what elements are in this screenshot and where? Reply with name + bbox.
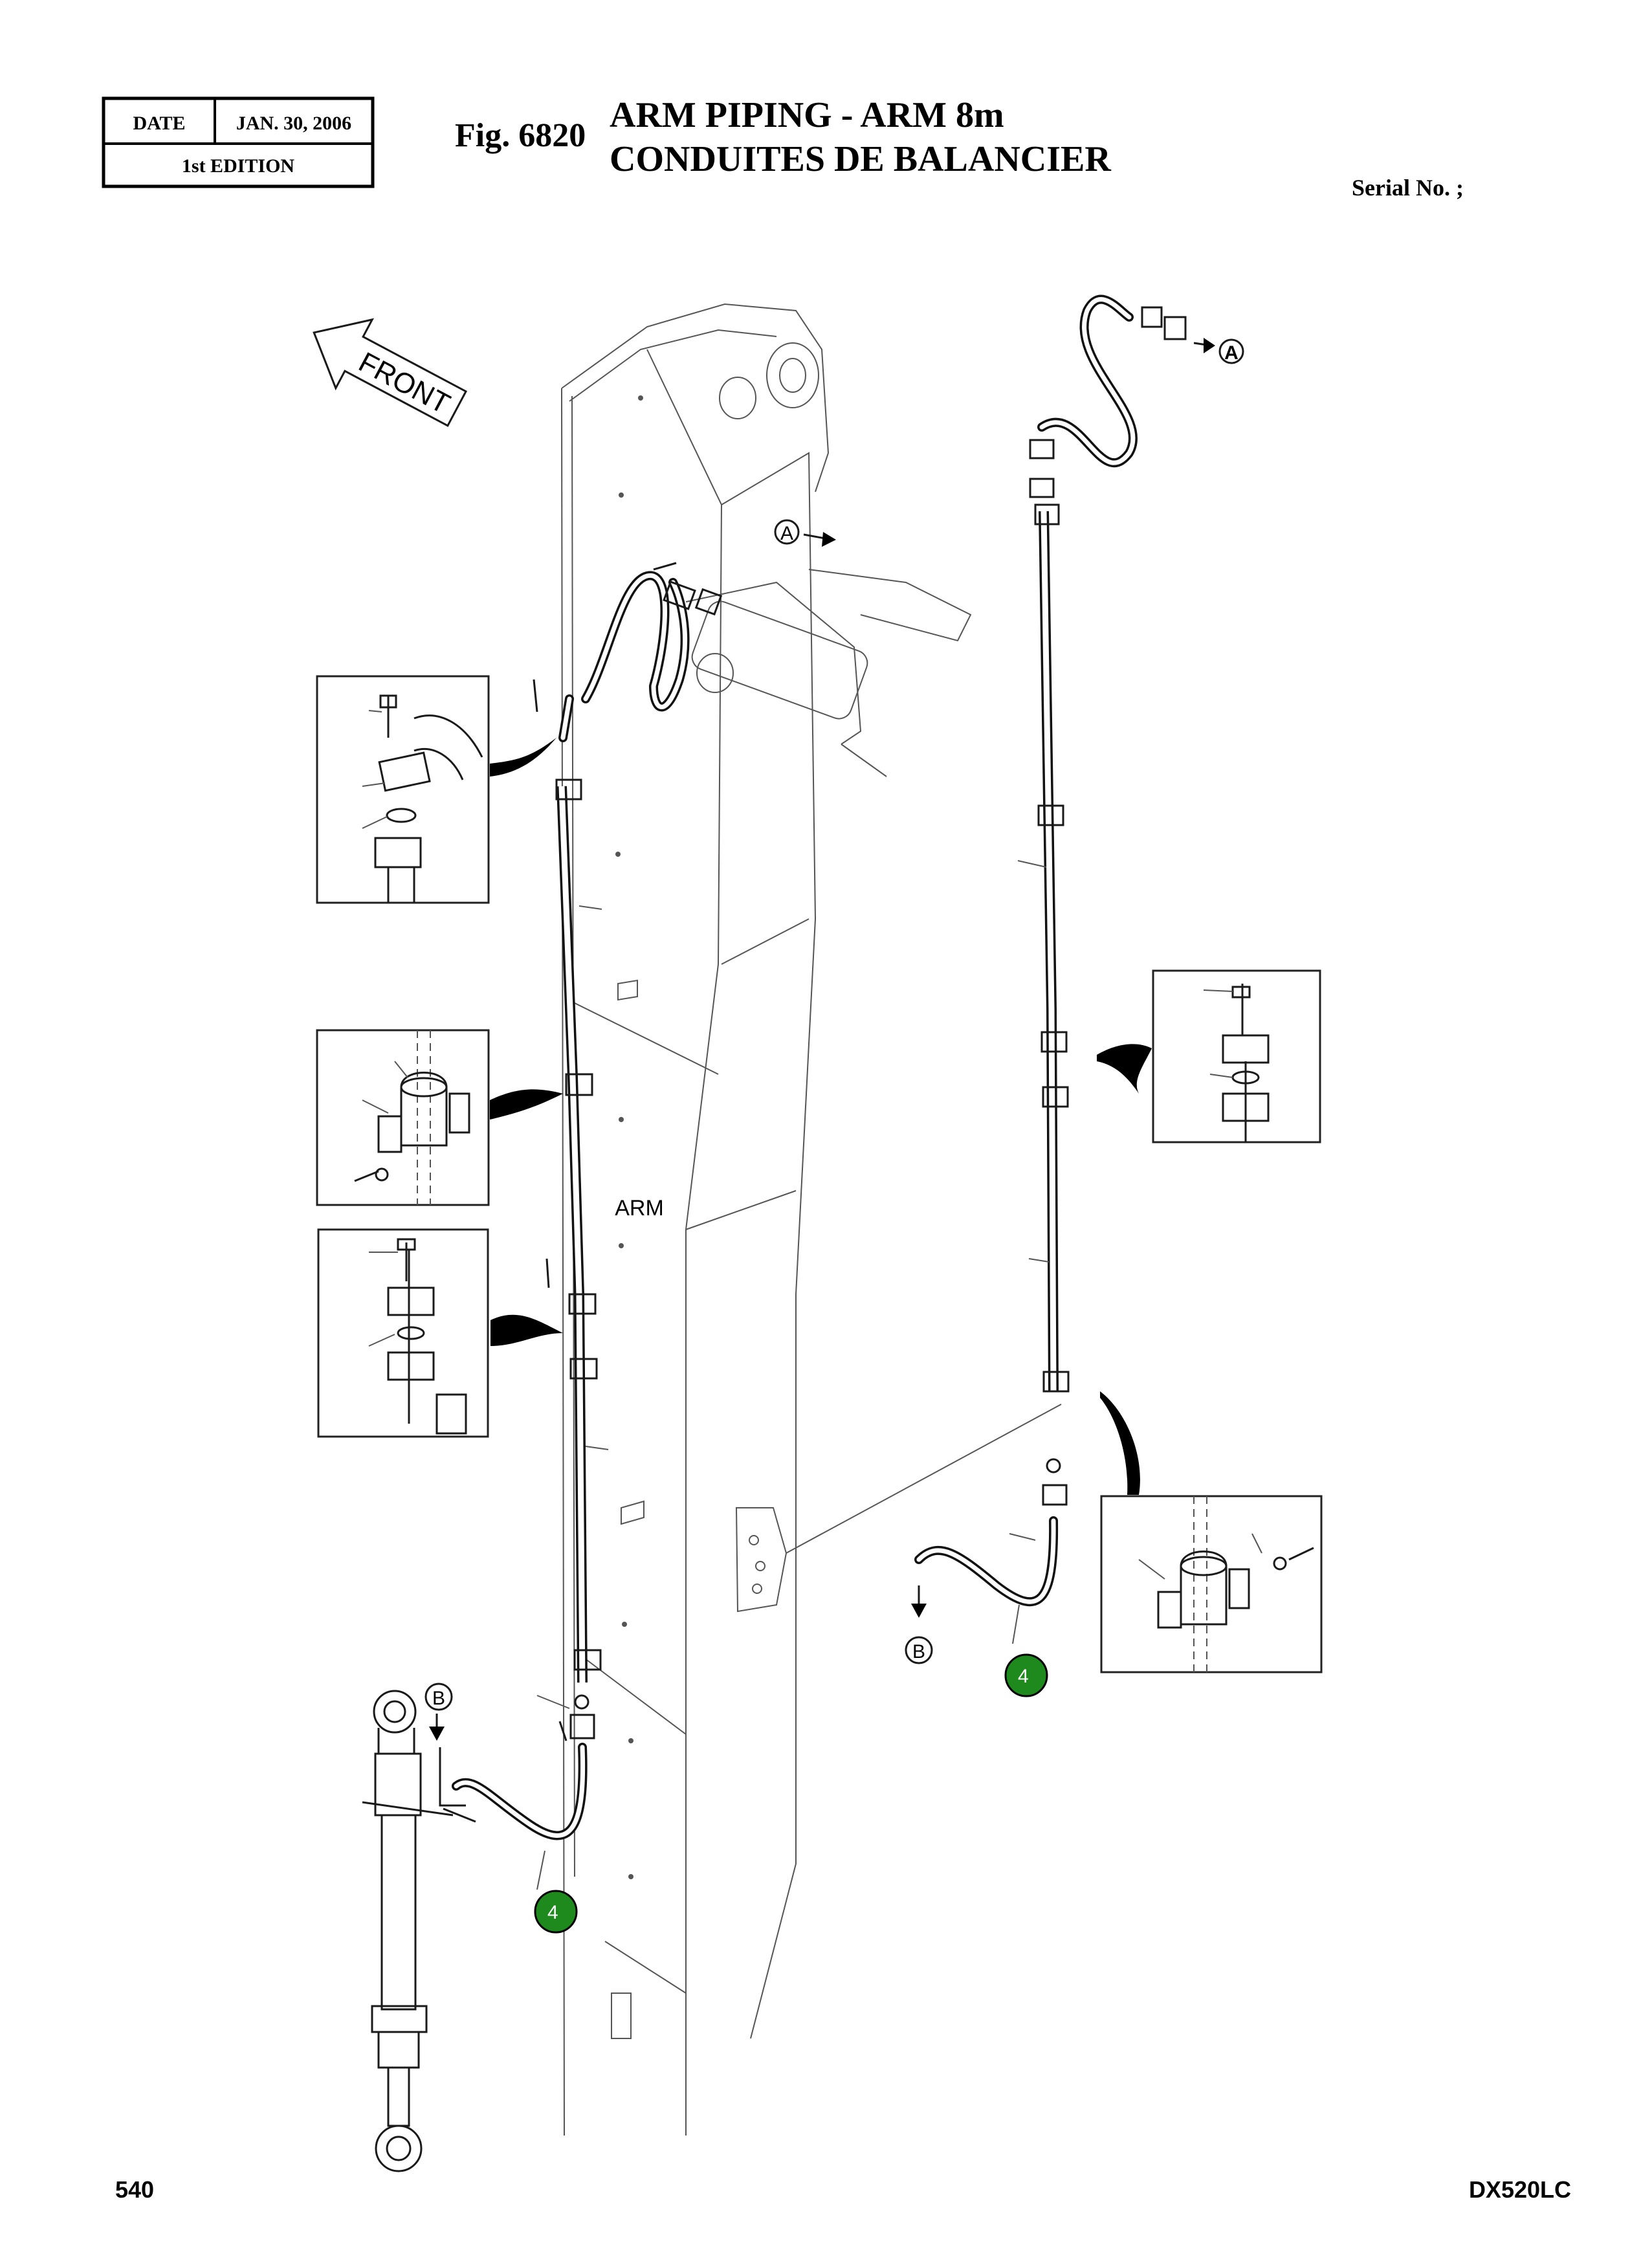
- title-english: ARM PIPING - ARM 8m: [610, 95, 1004, 135]
- date-edition-box: DATE JAN. 30, 2006 1st EDITION: [102, 96, 375, 188]
- inset-pointer-5: [1100, 1391, 1140, 1495]
- date-value: JAN. 30, 2006: [236, 113, 351, 134]
- title-french: CONDUITES DE BALANCIER: [610, 139, 1111, 179]
- inset-pointer-2: [490, 1089, 563, 1120]
- detail-inset-clamp-left: [316, 1029, 490, 1206]
- ref-marker-a-arm: A: [774, 519, 836, 547]
- detail-inset-clamp-right: [1100, 1495, 1323, 1673]
- right-pipe-assembly: [914, 294, 1187, 1644]
- part-number-4-left: 4: [547, 1902, 558, 1923]
- ref-b-label-cylinder: B: [432, 1688, 445, 1709]
- ref-marker-b-right: B: [905, 1585, 933, 1664]
- arm-label: ARM: [615, 1196, 664, 1220]
- arm-body: ARM: [561, 303, 1062, 2136]
- part-callout-4-right: 4: [1004, 1653, 1048, 1697]
- part-number-4-right: 4: [1018, 1666, 1029, 1687]
- inset-pointer-1: [490, 738, 556, 777]
- left-pipe-assembly: [452, 562, 723, 1890]
- serial-number-label: Serial No. ;: [1352, 175, 1464, 201]
- page-number: 540: [115, 2176, 154, 2203]
- ref-a-label-top: A: [1224, 342, 1239, 364]
- inset-pointer-3: [490, 1314, 563, 1346]
- ref-marker-b-cylinder: B: [424, 1683, 453, 1741]
- part-callout-4-left: 4: [534, 1890, 578, 1934]
- detail-inset-flange-pair-left: [317, 1228, 489, 1438]
- edition-label: 1st EDITION: [182, 155, 295, 177]
- ref-marker-a-top: A: [1193, 338, 1244, 364]
- inset-pointer-4: [1097, 1044, 1152, 1094]
- date-label: DATE: [133, 113, 185, 134]
- model-name: DX520LC: [1469, 2176, 1571, 2203]
- front-direction-arrow: FRONT: [313, 318, 468, 427]
- ref-b-label-right: B: [912, 1641, 925, 1662]
- ref-a-label-arm: A: [780, 523, 793, 544]
- detail-inset-flange-elbow: [316, 675, 490, 904]
- figure-number: Fig. 6820: [455, 117, 586, 154]
- detail-inset-flange-pair-right: [1152, 969, 1321, 1143]
- cylinder: [362, 1690, 476, 2172]
